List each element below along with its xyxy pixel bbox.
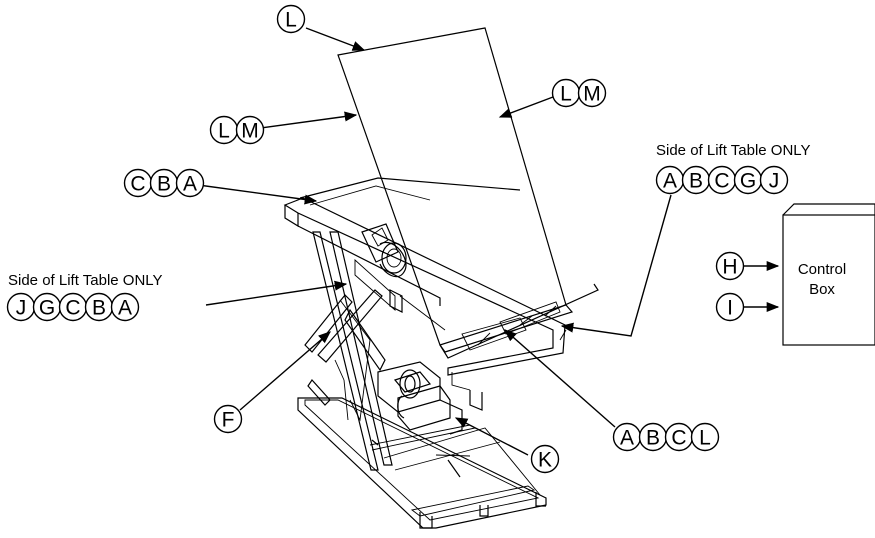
arrow-right-group <box>560 194 672 337</box>
callout-letter: B <box>157 173 171 196</box>
callout-letter: G <box>39 297 55 320</box>
callout-circle <box>110 292 140 322</box>
control-box: Control Box <box>782 203 875 346</box>
platform-frame <box>283 177 567 411</box>
arrow-f <box>239 331 331 411</box>
tilt-actuator <box>361 223 407 278</box>
callout-letter: L <box>560 83 572 106</box>
arrow-bottom-abcl <box>504 329 616 428</box>
leader-arrows <box>190 27 780 456</box>
callout-circle <box>213 404 243 434</box>
callout-letter: F <box>222 409 235 432</box>
callout-letter: L <box>285 9 297 32</box>
callout-letter: M <box>241 120 259 143</box>
callout-circle <box>276 4 306 34</box>
callout-letter: B <box>92 297 106 320</box>
callout-circle <box>715 251 745 281</box>
control-box-line2: Box <box>809 281 835 298</box>
callout-letter: B <box>646 427 660 450</box>
base-frame <box>297 397 547 529</box>
callout-letter: L <box>699 427 711 450</box>
callout-circle <box>530 444 560 474</box>
callout-letter: L <box>218 120 230 143</box>
callout-letter: G <box>740 170 756 193</box>
arrow-upper-left-cba <box>190 183 318 205</box>
callout-circle <box>759 165 789 195</box>
callout-letter: B <box>689 170 703 193</box>
callout-circle <box>175 168 205 198</box>
callout-group-top: L <box>276 4 306 34</box>
callout-group-h: H <box>715 251 745 281</box>
callout-letter: A <box>183 173 197 196</box>
callout-letter: I <box>727 297 733 320</box>
arrow-left-lm <box>245 111 358 131</box>
callout-letter: C <box>714 170 729 193</box>
callout-circle <box>235 115 265 145</box>
callout-circle <box>690 422 720 452</box>
tilt-top-panel <box>337 27 574 353</box>
callout-letter: C <box>65 297 80 320</box>
lift-table-drawing <box>283 27 599 529</box>
callout-letter: K <box>538 449 552 472</box>
arrow-left-group <box>205 280 348 306</box>
callout-letter: A <box>118 297 132 320</box>
callout-letter: M <box>583 83 601 106</box>
callout-letter: C <box>671 427 686 450</box>
callout-circle <box>577 78 607 108</box>
arrow-k <box>454 417 529 456</box>
callout-letter: A <box>620 427 634 450</box>
arrow-right-lm <box>498 96 554 118</box>
callout-group-i: I <box>715 292 745 322</box>
callout-letter: C <box>130 173 145 196</box>
note-right-side-only: Side of Lift Table ONLY <box>656 142 811 159</box>
callout-letter: A <box>663 170 677 193</box>
tilt-tray <box>439 283 599 359</box>
callout-letter: J <box>16 297 27 320</box>
callout-letter: H <box>722 256 737 279</box>
callout-group-k: K <box>530 444 560 474</box>
callout-letter: J <box>769 170 780 193</box>
callout-group-f: F <box>213 404 243 434</box>
arrow-top-l <box>305 27 366 51</box>
control-box-line1: Control <box>798 261 846 278</box>
note-left-side-only: Side of Lift Table ONLY <box>8 272 163 289</box>
callout-circle <box>715 292 745 322</box>
